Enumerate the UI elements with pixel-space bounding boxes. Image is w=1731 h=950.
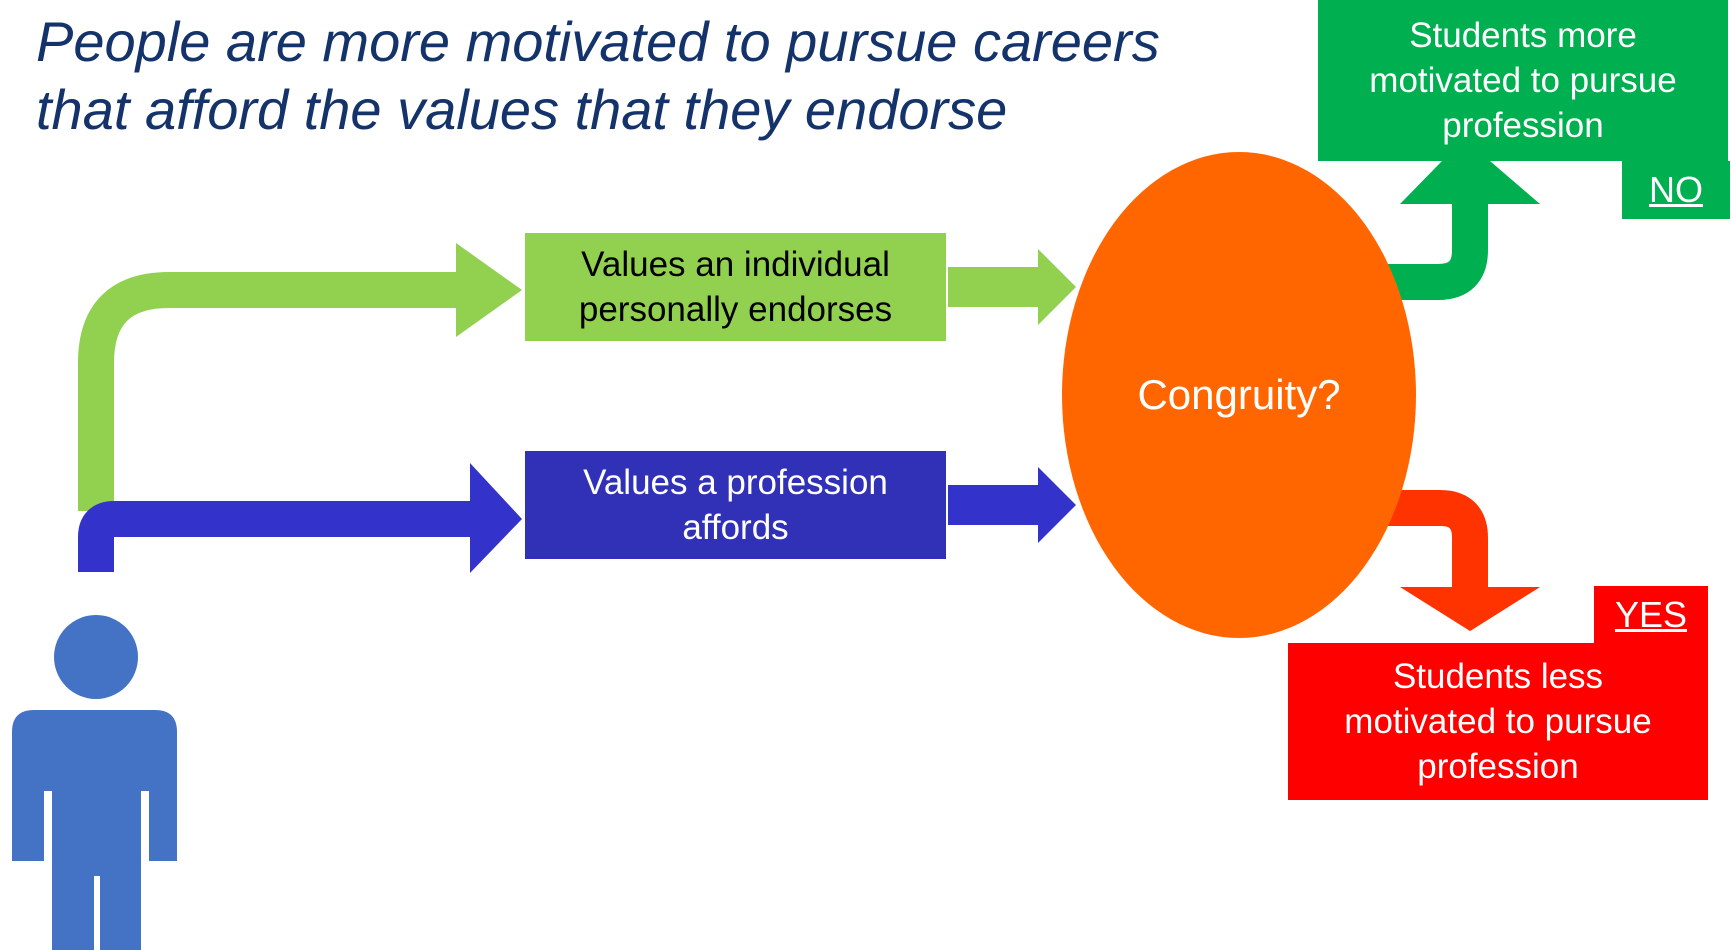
profession-values-line-1: Values a profession [583, 463, 888, 502]
more-motivated-line-3: profession [1442, 106, 1604, 145]
no-link[interactable]: NO [1622, 161, 1730, 219]
title-line-2: that afford the values that they endorse [36, 78, 1008, 141]
yes-link[interactable]: YES [1594, 586, 1708, 644]
arrow-congruity-to-more-motivated [1380, 161, 1540, 300]
personal-values-line-1: Values an individual [581, 245, 890, 284]
profession-values-line-2: affords [682, 508, 789, 547]
less-motivated-box: Students less motivated to pursue profes… [1288, 643, 1708, 800]
slide-title: People are more motivated to pursue care… [36, 8, 1316, 144]
more-motivated-line-1: Students more [1409, 16, 1637, 55]
arrow-personal-to-congruity [948, 249, 1076, 325]
arrow-person-to-personal-values [78, 243, 522, 511]
personal-values-box: Values an individual personally endorses [525, 233, 946, 341]
profession-values-box: Values a profession affords [525, 451, 946, 559]
person-icon [12, 615, 177, 950]
more-motivated-line-2: motivated to pursue [1369, 61, 1677, 100]
title-line-1: People are more motivated to pursue care… [36, 10, 1160, 73]
less-motivated-line-2: motivated to pursue [1344, 702, 1652, 741]
less-motivated-line-1: Students less [1392, 657, 1604, 696]
arrow-person-to-profession-values [78, 463, 522, 573]
congruity-label: Congruity? [1137, 371, 1341, 418]
more-motivated-box: Students more motivated to pursue profes… [1318, 0, 1728, 161]
congruity-ellipse [1062, 152, 1416, 638]
personal-values-line-2: personally endorses [578, 290, 893, 329]
arrow-profession-to-congruity [948, 467, 1076, 543]
arrow-congruity-to-less-motivated [1380, 490, 1540, 631]
less-motivated-line-3: profession [1417, 747, 1579, 786]
